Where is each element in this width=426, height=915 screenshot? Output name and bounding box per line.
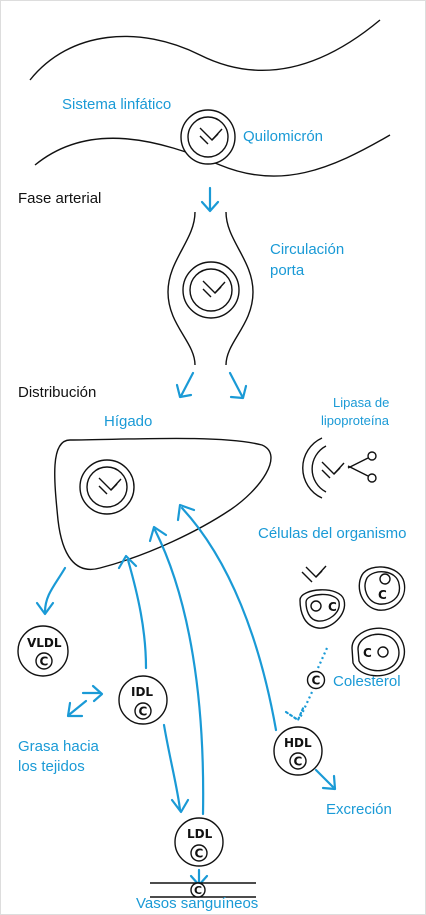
vldl-particle: VLDL C bbox=[17, 625, 69, 677]
label-higado: Hígado bbox=[104, 413, 152, 430]
svg-text:C: C bbox=[312, 674, 321, 688]
label-porta: porta bbox=[270, 262, 305, 279]
arrow-icon bbox=[148, 525, 205, 816]
svg-text:C: C bbox=[378, 588, 387, 602]
arrow-icon bbox=[81, 684, 104, 703]
svg-text:C: C bbox=[363, 646, 372, 660]
lymph-wall-bottom bbox=[34, 134, 391, 177]
svg-text:C: C bbox=[139, 705, 148, 719]
cholesterol-to-hdl-path bbox=[299, 691, 313, 719]
svg-text:C: C bbox=[294, 755, 303, 769]
hdl-label: HDL bbox=[284, 736, 312, 750]
portal-wall-left bbox=[167, 211, 196, 366]
label-lipasa-1: Lipasa de bbox=[333, 395, 389, 410]
svg-text:C: C bbox=[194, 884, 202, 897]
portal-particle bbox=[182, 261, 240, 319]
cholesterol-efflux-path bbox=[316, 647, 329, 669]
label-distribucion: Distribución bbox=[18, 384, 96, 401]
triglyceride-icon bbox=[199, 127, 223, 145]
svg-text:C: C bbox=[328, 600, 337, 614]
label-fase-arterial: Fase arterial bbox=[18, 190, 101, 207]
label-colesterol: Colesterol bbox=[333, 673, 401, 690]
label-circulacion: Circulación bbox=[270, 241, 344, 258]
arrow-icon bbox=[117, 554, 148, 670]
label-celulas: Células del organismo bbox=[258, 525, 406, 542]
liver-particle bbox=[79, 459, 135, 515]
vldl-label: VLDL bbox=[27, 636, 62, 650]
label-excrecion: Excreción bbox=[326, 801, 392, 818]
lymph-wall-top bbox=[29, 19, 381, 81]
label-grasa-2: los tejidos bbox=[18, 758, 85, 775]
arrow-icon bbox=[200, 186, 220, 213]
vessel-cholesterol: C bbox=[190, 882, 206, 898]
arrow-icon bbox=[176, 503, 278, 732]
portal-wall-right bbox=[225, 211, 254, 366]
label-lipasa-2: lipoproteína bbox=[321, 413, 390, 428]
scissors-icon bbox=[347, 451, 377, 483]
arrow-icon bbox=[35, 566, 67, 616]
arrow-icon bbox=[162, 723, 190, 814]
label-vasos: Vasos sanguíneos bbox=[136, 895, 258, 912]
arrow-icon bbox=[66, 699, 88, 718]
label-grasa-1: Grasa hacia bbox=[18, 738, 100, 755]
quilomicron-particle bbox=[180, 109, 236, 165]
idl-particle: IDL C bbox=[118, 675, 168, 725]
idl-label: IDL bbox=[131, 685, 153, 699]
svg-text:C: C bbox=[40, 655, 49, 669]
label-sistema-linfatico: Sistema linfático bbox=[62, 96, 171, 113]
liver-shape bbox=[54, 437, 272, 571]
arrow-icon bbox=[314, 768, 337, 791]
lipase-particle bbox=[302, 437, 345, 499]
arrow-icon bbox=[175, 371, 195, 399]
arrow-icon bbox=[228, 371, 248, 400]
cells-group: C C C bbox=[299, 565, 406, 677]
free-cholesterol: C bbox=[306, 670, 326, 690]
ldl-label: LDL bbox=[187, 827, 213, 841]
ldl-particle: LDL C bbox=[174, 817, 224, 867]
label-quilomicron: Quilomicrón bbox=[243, 128, 323, 145]
svg-text:C: C bbox=[195, 847, 204, 861]
hdl-particle: HDL C bbox=[273, 726, 323, 776]
